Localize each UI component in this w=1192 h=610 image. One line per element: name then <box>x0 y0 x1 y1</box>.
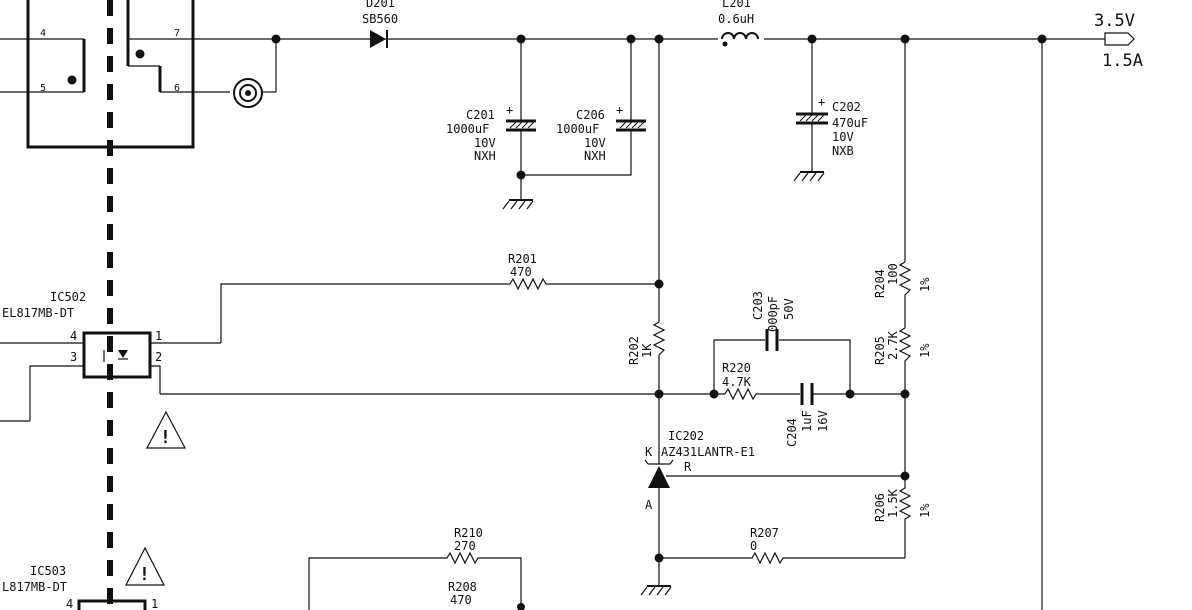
ground-ic202 <box>640 585 672 596</box>
ic503-ref: IC503 <box>30 564 66 578</box>
c206-polarity: + <box>616 103 623 117</box>
ic202-pin-r: R <box>684 460 692 474</box>
ic502-ref: IC502 <box>50 290 86 304</box>
bead-symbol <box>233 78 263 108</box>
ic502-pin-1: 1 <box>155 329 162 343</box>
r206-ref: R206 <box>873 493 887 522</box>
ic502-pin-2: 2 <box>155 350 162 364</box>
c204-ref: C204 <box>785 418 799 447</box>
r202-value: 1K <box>640 343 654 358</box>
c206-type: NXH <box>584 149 606 163</box>
c201-value: 1000uF <box>446 122 489 136</box>
ic202-ref: IC202 <box>668 429 704 443</box>
output-current: 1.5A <box>1102 51 1143 71</box>
c203-value: 000pF <box>766 296 780 332</box>
c202-voltage: 10V <box>832 130 854 144</box>
inductor-l201: L201 0.6uH <box>718 0 764 48</box>
output-connector: 3.5V 1.5A <box>1094 11 1143 71</box>
c204-value: 1uF <box>800 410 814 432</box>
optocoupler-ic503: IC503 L817MB-DT 4 1 <box>2 564 158 610</box>
ic202-pin-a: A <box>645 498 653 512</box>
resistor-r208: R208 470 <box>448 580 477 607</box>
c201-type: NXH <box>474 149 496 163</box>
warning-triangle-1: ! <box>146 410 186 449</box>
transformer-pin-6: 6 <box>174 83 180 94</box>
ic202-part: AZ431LANTR-E1 <box>661 445 755 459</box>
r204-tol: 1% <box>918 277 932 292</box>
c203-voltage: 50V <box>782 298 796 320</box>
r210-ref: R210 <box>454 526 483 540</box>
c203-ref: C203 <box>751 291 765 320</box>
optocoupler-ic502: IC502 EL817MB-DT 4 3 1 2 <box>0 290 221 422</box>
c204-voltage: 16V <box>816 410 830 432</box>
capacitor-c206: + C206 1000uF 10V NXH <box>556 39 646 163</box>
c206-ref: C206 <box>576 108 605 122</box>
l201-value: 0.6uH <box>718 12 754 26</box>
ic502-pin-3: 3 <box>70 350 77 364</box>
warning-mark-2: ! <box>139 564 150 585</box>
resistor-r201: R201 470 <box>220 252 659 343</box>
ic502-pin-4: 4 <box>70 329 77 343</box>
capacitor-c201: + C201 1000uF 10V NXH <box>446 39 536 200</box>
c201-voltage: 10V <box>474 136 496 150</box>
capacitor-c202: + C202 470uF 10V NXB <box>796 39 868 172</box>
c201-polarity: + <box>506 103 513 117</box>
r205-tol: 1% <box>918 343 932 358</box>
c202-value: 470uF <box>832 116 868 130</box>
ic503-pin-1: 1 <box>151 597 158 610</box>
d201-ref: D201 <box>366 0 395 10</box>
r220-value: 4.7K <box>722 375 752 389</box>
c202-type: NXB <box>832 144 854 158</box>
ic503-part: L817MB-DT <box>2 580 67 594</box>
d201-value: SB560 <box>362 12 398 26</box>
r202-ref: R202 <box>627 336 641 365</box>
resistor-r220: R220 4.7K <box>722 361 800 401</box>
warning-triangle-2: ! <box>125 546 165 586</box>
r208-value: 470 <box>450 593 472 607</box>
resistor-r202: R202 1K <box>627 321 666 394</box>
resistor-r206: R206 1.5K 1% <box>873 476 932 558</box>
r210-value: 270 <box>454 539 476 553</box>
capacitor-c204: C204 1uF 16V <box>785 383 905 447</box>
ic502-part: EL817MB-DT <box>2 306 74 320</box>
r206-value: 1.5K <box>886 488 900 518</box>
r205-value: 2.7K <box>886 330 900 360</box>
capacitor-c203: C203 000pF 50V <box>713 291 851 394</box>
r204-value: 100 <box>886 263 900 285</box>
diode-d201: D201 SB560 <box>362 0 398 48</box>
resistor-r204: R204 100 1% <box>873 261 932 328</box>
transformer: 4 5 7 6 <box>0 0 195 149</box>
warning-mark-1: ! <box>160 427 171 448</box>
resistor-r210: R210 270 <box>308 526 522 610</box>
c206-value: 1000uF <box>556 122 599 136</box>
c201-ref: C201 <box>466 108 495 122</box>
transformer-pin-5: 5 <box>40 83 46 94</box>
r204-ref: R204 <box>873 269 887 298</box>
output-voltage: 3.5V <box>1094 11 1135 31</box>
r205-ref: R205 <box>873 336 887 365</box>
ground-c201 <box>502 199 534 210</box>
transformer-pin-7: 7 <box>174 28 180 39</box>
l201-ref: L201 <box>722 0 751 10</box>
c202-ref: C202 <box>832 100 861 114</box>
r220-ref: R220 <box>722 361 751 375</box>
c206-voltage: 10V <box>584 136 606 150</box>
resistor-r207: R207 0 <box>659 526 905 565</box>
shunt-regulator-ic202: IC202 AZ431LANTR-E1 K R A <box>644 394 905 586</box>
r201-ref: R201 <box>508 252 537 266</box>
c202-polarity: + <box>818 95 825 109</box>
r207-value: 0 <box>750 539 757 553</box>
resistor-r205: R205 2.7K 1% <box>873 327 932 476</box>
transformer-pin-4: 4 <box>40 28 46 39</box>
ic503-pin-4: 4 <box>66 597 73 610</box>
ground-c202 <box>793 171 825 182</box>
r208-ref: R208 <box>448 580 477 594</box>
r206-tol: 1% <box>918 503 932 518</box>
ic202-pin-k: K <box>645 445 653 459</box>
r201-value: 470 <box>510 265 532 279</box>
r207-ref: R207 <box>750 526 779 540</box>
